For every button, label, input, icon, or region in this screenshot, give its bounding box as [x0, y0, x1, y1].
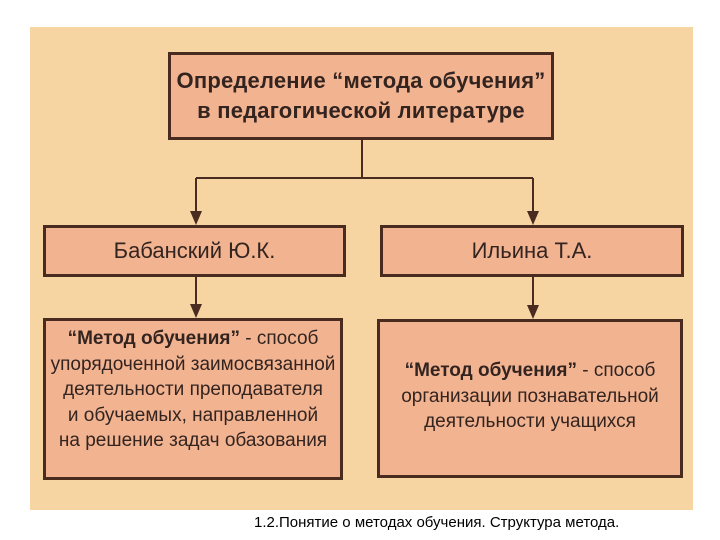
definition-right-line-1: “Метод обучения” - способ	[380, 358, 680, 384]
definition-box-left: “Метод обучения” - способ упорядоченной …	[43, 318, 343, 480]
definition-left-lead: “Метод обучения”	[67, 328, 240, 349]
arrow-down-icon	[527, 211, 539, 225]
arrow-down-icon	[527, 305, 539, 319]
definition-left-line-2: упорядоченной заимосвязанной	[50, 353, 336, 375]
definition-left-line-3: деятельности преподавателя	[63, 379, 323, 400]
definition-left-line-1: “Метод обучения” - способ	[46, 326, 340, 352]
author-box-left: Бабанский Ю.К.	[43, 225, 346, 277]
definition-left-line-1-rest: - способ	[240, 328, 319, 349]
definition-right-line-3: деятельности учащихся	[424, 411, 636, 432]
author-right-label: Ильина Т.А.	[471, 238, 593, 263]
definition-box-right: “Метод обучения” - способ организации по…	[377, 319, 683, 478]
arrow-down-icon	[190, 304, 202, 318]
title-line-2: в педагогической литературе	[197, 98, 525, 123]
definition-right-line-2: организации познавательной	[401, 385, 659, 407]
author-left-label: Бабанский Ю.К.	[113, 238, 276, 263]
title-line-1: Определение “метода обучения”	[176, 68, 546, 93]
definition-right-line-1-rest: - способ	[577, 360, 656, 381]
definition-left-line-4: и обучаемых, направленной	[67, 404, 319, 426]
arrow-down-icon	[190, 211, 202, 225]
definition-left-line-5: на решение задач обазования	[58, 430, 328, 451]
author-box-right: Ильина Т.А.	[380, 225, 684, 277]
diagram-title-box: Определение “метода обучения” в педагоги…	[168, 52, 554, 140]
slide-caption: 1.2.Понятие о методах обучения. Структур…	[254, 514, 620, 531]
definition-right-lead: “Метод обучения”	[404, 360, 577, 381]
